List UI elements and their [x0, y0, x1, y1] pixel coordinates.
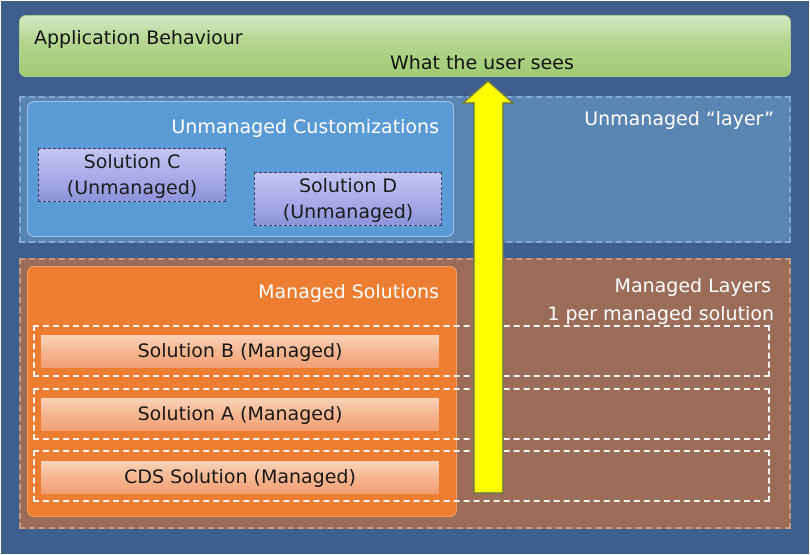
managed-solutions-title: Managed Solutions	[258, 281, 439, 303]
application-behaviour-subtitle: What the user sees	[390, 52, 574, 74]
solution-c-name: Solution C	[83, 151, 181, 173]
application-behaviour-title: Application Behaviour	[34, 27, 243, 49]
application-behaviour-box: Application Behaviour What the user sees	[19, 15, 791, 77]
solution-c-note: (Unmanaged)	[66, 177, 198, 199]
solution-d-box: Solution D (Unmanaged)	[254, 172, 442, 226]
solution-d-name: Solution D	[298, 175, 398, 197]
solution-b-bar: Solution B (Managed)	[41, 335, 439, 368]
unmanaged-layer-label: Unmanaged “layer”	[584, 108, 774, 130]
solution-c-box: Solution C (Unmanaged)	[38, 148, 226, 202]
unmanaged-customizations-title: Unmanaged Customizations	[171, 116, 439, 138]
cds-solution-bar: CDS Solution (Managed)	[41, 461, 439, 494]
managed-layers-title: Managed Layers	[614, 275, 771, 297]
managed-layers-subtitle: 1 per managed solution	[547, 303, 774, 325]
solution-d-note: (Unmanaged)	[282, 201, 414, 223]
solution-a-bar: Solution A (Managed)	[41, 398, 439, 431]
